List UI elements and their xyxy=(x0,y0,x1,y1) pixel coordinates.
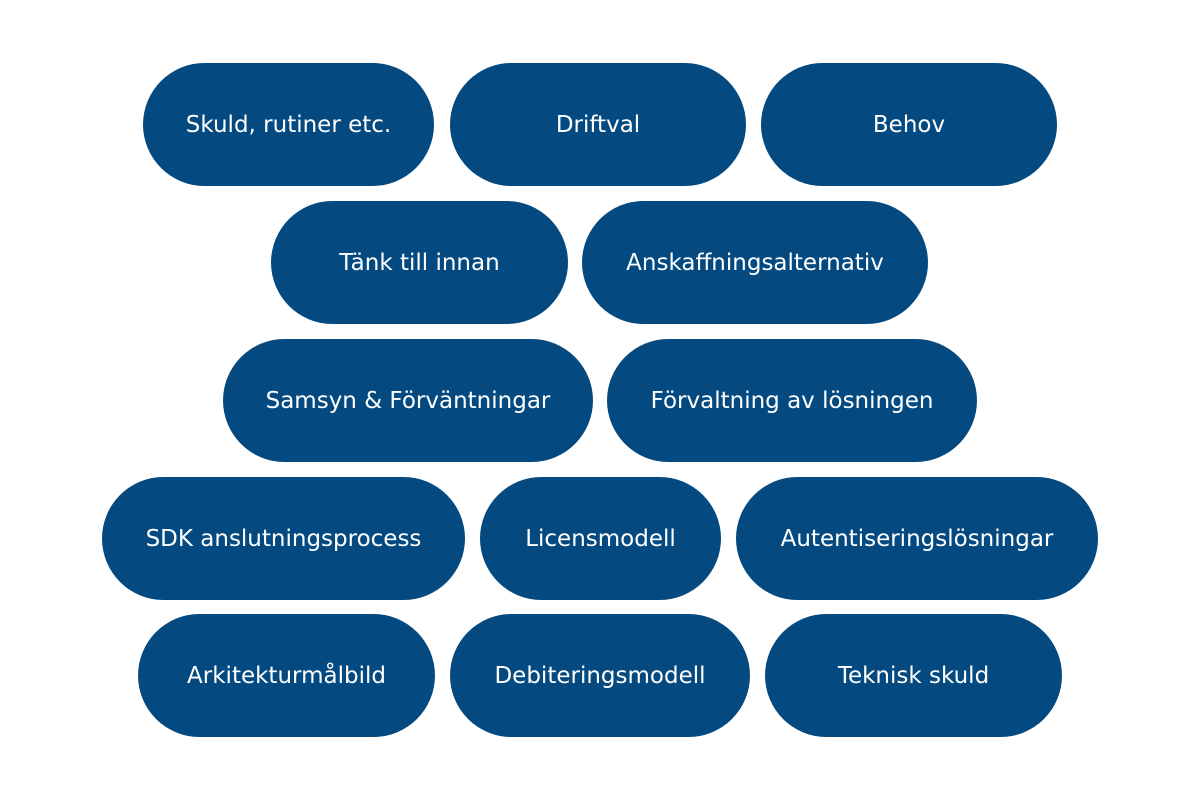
pill-label: Autentiseringslösningar xyxy=(780,525,1054,552)
pill-sdk-anslutningsprocess: SDK anslutningsprocess xyxy=(102,477,465,600)
pill-debiteringsmodell: Debiteringsmodell xyxy=(450,614,750,737)
pill-anskaffningsalternativ: Anskaffningsalternativ xyxy=(582,201,928,324)
pill-driftval: Driftval xyxy=(450,63,746,186)
pill-forvaltning-av-losningen: Förvaltning av lösningen xyxy=(607,339,977,462)
pill-tank-till-innan: Tänk till innan xyxy=(271,201,568,324)
pill-label: Anskaffningsalternativ xyxy=(626,249,884,276)
pill-autentiseringslosningar: Autentiseringslösningar xyxy=(736,477,1098,600)
pill-label: SDK anslutningsprocess xyxy=(145,525,422,552)
pill-arkitekturmalbild: Arkitekturmålbild xyxy=(138,614,435,737)
pill-samsyn-forvantningar: Samsyn & Förväntningar xyxy=(223,339,593,462)
pill-behov: Behov xyxy=(761,63,1057,186)
pill-label: Förvaltning av lösningen xyxy=(650,387,934,414)
pill-label: Behov xyxy=(872,111,946,138)
pill-label: Licensmodell xyxy=(525,525,676,552)
pill-licensmodell: Licensmodell xyxy=(480,477,721,600)
pill-label: Arkitekturmålbild xyxy=(187,662,386,689)
pill-label: Tänk till innan xyxy=(339,249,500,276)
pill-label: Driftval xyxy=(555,111,641,138)
pill-skuld-rutiner: Skuld, rutiner etc. xyxy=(143,63,434,186)
pill-label: Samsyn & Förväntningar xyxy=(265,387,551,414)
pill-label: Skuld, rutiner etc. xyxy=(185,111,392,138)
pill-label: Teknisk skuld xyxy=(837,662,990,689)
pill-label: Debiteringsmodell xyxy=(494,662,706,689)
pill-teknisk-skuld: Teknisk skuld xyxy=(765,614,1062,737)
